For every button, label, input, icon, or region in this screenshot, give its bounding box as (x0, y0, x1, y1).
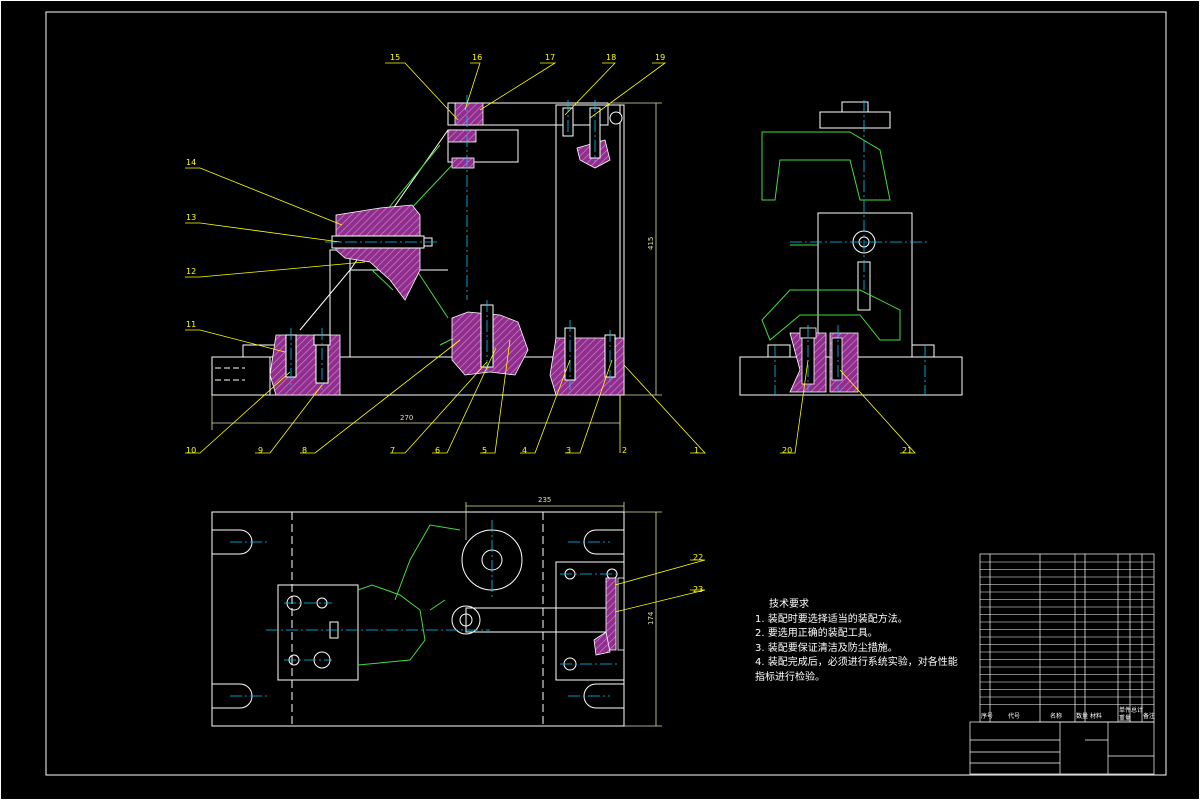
tech-req-title: 技术要求 (769, 599, 809, 610)
balloon-23: 23 (693, 585, 703, 594)
bom-col-material: 材料 (1090, 712, 1102, 720)
balloon-15: 15 (390, 53, 400, 62)
top-base (211, 511, 625, 727)
bom-rows (980, 561, 1154, 705)
inner-border (45, 11, 1167, 776)
balloon-9: 9 (258, 446, 263, 455)
front-height-dim: 415 (647, 237, 655, 250)
balloon-19: 19 (655, 53, 665, 62)
tech-req-item-2: 2. 要选用正确的装配工具。 (755, 628, 878, 639)
front-dimensions (211, 102, 662, 430)
balloon-22: 22 (693, 553, 703, 562)
side-centerlines (774, 100, 930, 395)
top-height-dim: 174 (647, 611, 655, 625)
bom-col-no: 序号 (981, 712, 993, 720)
balloon-11: 11 (186, 320, 196, 329)
top-dimensions (465, 502, 662, 727)
balloon-18: 18 (606, 53, 616, 62)
balloon-4: 4 (522, 446, 527, 455)
top-view (211, 511, 625, 727)
top-sections (593, 577, 625, 656)
tech-req-item-5: 指标进行检验。 (755, 671, 825, 683)
balloon-5: 5 (482, 446, 487, 455)
side-view (739, 101, 963, 396)
bom-col-qty: 数量 (1076, 712, 1088, 720)
balloon-8: 8 (302, 446, 307, 455)
balloon-10: 10 (186, 446, 196, 455)
top-arm (447, 102, 609, 126)
side-sections (789, 327, 859, 393)
top-width-dim: 235 (538, 496, 551, 504)
bom-col-code: 代号 (1008, 712, 1020, 720)
front-centerlines (290, 95, 611, 390)
balloon-3: 3 (566, 446, 571, 455)
technical-requirements: 技术要求 1. 装配时要选择适当的装配方法。 2. 要选用正确的装配工具。 3.… (755, 598, 958, 685)
balloon-numbers: 15 16 17 18 19 14 13 12 11 10 9 8 7 6 5 … (186, 53, 912, 594)
bom-col-note: 备注 (1143, 712, 1155, 720)
title-block (969, 553, 1155, 775)
balloon-12: 12 (186, 267, 196, 276)
top-centerlines (230, 520, 620, 697)
bom-header: 序号 代号 名称 数量 材料 单件 总计 备注 重量 (981, 706, 1155, 722)
leader-lines (185, 62, 916, 613)
balloon-7: 7 (390, 446, 395, 455)
balloon-2: 2 (622, 446, 627, 455)
balloon-14: 14 (186, 158, 196, 167)
balloon-13: 13 (186, 213, 196, 222)
balloon-17: 17 (545, 53, 555, 62)
tech-req-item-3: 3. 装配要保证清洁及防尘措施。 (755, 642, 898, 654)
bom-col-name: 名称 (1050, 712, 1062, 720)
balloon-16: 16 (472, 53, 482, 62)
tech-req-item-1: 1. 装配时要选择适当的装配方法。 (755, 613, 908, 625)
bom-weight: 重量 (1119, 714, 1131, 722)
bom-col-unit: 单件 (1119, 706, 1131, 714)
bom-col-total: 总计 (1131, 706, 1143, 714)
tech-req-item-4: 4. 装配完成后，必须进行系统实验，对各性能 (755, 657, 958, 668)
balloon-21: 21 (902, 446, 912, 455)
balloon-1: 1 (694, 446, 699, 455)
top-casting (357, 524, 461, 666)
front-width-dim: 270 (400, 414, 413, 422)
balloon-6: 6 (435, 446, 440, 455)
balloon-20: 20 (782, 446, 792, 455)
